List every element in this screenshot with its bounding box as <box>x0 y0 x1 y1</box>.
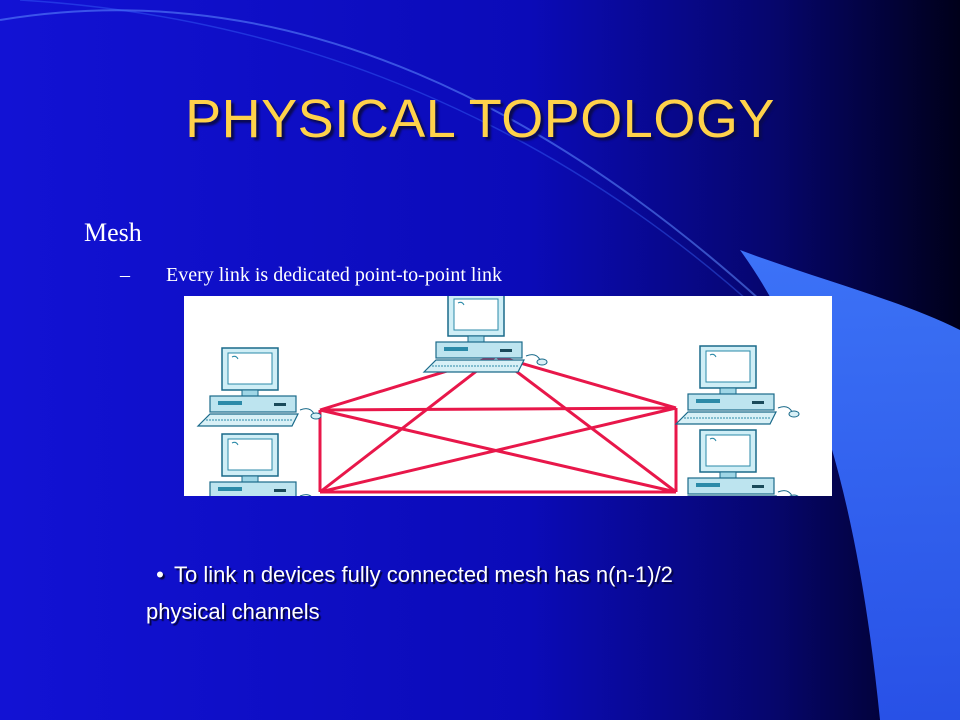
link-top-right-upper <box>495 354 677 410</box>
sub-point: – Every link is dedicated point-to-point … <box>120 264 502 287</box>
dash-bullet: – <box>120 264 130 286</box>
note-line-1: To link n devices fully connected mesh h… <box>174 562 673 587</box>
link-top-right-lower <box>495 354 677 494</box>
topology-heading: Mesh <box>84 218 142 247</box>
background-arc <box>0 9 761 301</box>
background-swoop <box>740 250 960 720</box>
background-arc-2 <box>19 0 781 331</box>
mesh-diagram <box>184 296 832 496</box>
mesh-note: • To link n devices fully connected mesh … <box>146 556 846 630</box>
link-top-left-lower <box>319 354 497 494</box>
slide-title: PHYSICAL TOPOLOGY <box>185 89 775 149</box>
link-left-upper-right-upper <box>319 406 677 412</box>
bullet-dot: • <box>156 562 164 587</box>
mesh-links <box>318 354 678 494</box>
link-right-upper-left-lower <box>319 406 677 494</box>
sub-point-text: Every link is dedicated point-to-point l… <box>166 264 503 286</box>
note-line-2: physical channels <box>146 599 320 624</box>
